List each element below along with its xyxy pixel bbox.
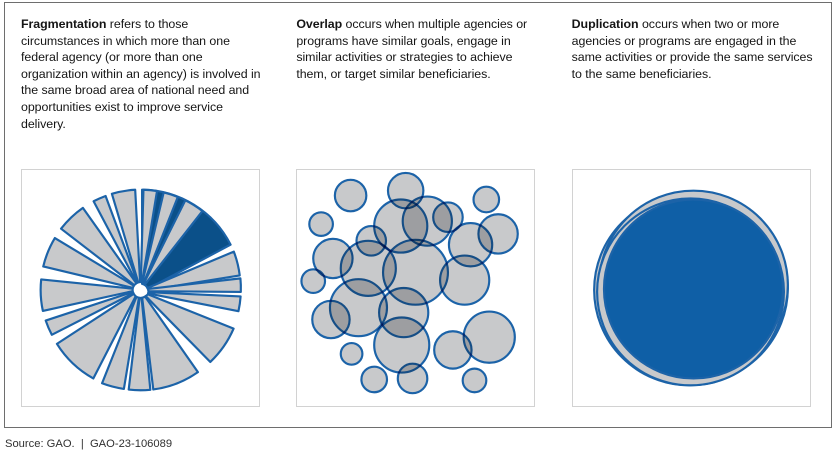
overlap-circle <box>401 195 454 247</box>
pie-wedge <box>59 206 138 287</box>
fragmentation-lead: Fragmentation <box>21 17 107 31</box>
figure-frame: Fragmentation refers to those circumstan… <box>4 2 832 428</box>
column-overlap: Overlap occurs when multiple agencies or… <box>280 3 555 427</box>
overlap-lead: Overlap <box>296 17 343 31</box>
pie-wedge <box>139 188 159 284</box>
duplication-body: occurs when two or more agencies or prog… <box>571 17 813 81</box>
overlap-circle <box>311 299 352 340</box>
pie-segments <box>39 188 242 392</box>
duplication-circles <box>592 189 789 387</box>
overlapping-circles-diagram <box>300 171 520 395</box>
pie-wedge <box>146 291 242 313</box>
pie-wedge <box>147 277 242 294</box>
pie-wedge <box>141 295 200 391</box>
overlap-circle <box>373 316 431 374</box>
overlap-circle <box>334 178 368 213</box>
pie-wedge <box>44 290 135 336</box>
pie-wedge <box>110 188 142 284</box>
segmented-pie-diagram <box>39 188 242 392</box>
duplication-panel <box>571 169 811 407</box>
overlap-body: occurs when multiple agencies or program… <box>296 17 528 81</box>
overlap-blurb: Overlap occurs when multiple agencies or… <box>296 16 539 166</box>
overlap-circles <box>300 171 520 395</box>
source-note: Source: GAO. | GAO-23-106089 <box>5 438 173 450</box>
duplication-circle-front <box>602 198 784 380</box>
pie-wedge <box>55 292 137 380</box>
pie-wedge <box>100 295 141 390</box>
overlap-circle <box>360 365 389 394</box>
overlap-circle <box>397 362 429 395</box>
overlap-circle <box>340 341 364 366</box>
pie-wedge <box>39 278 134 312</box>
figure-columns: Fragmentation refers to those circumstan… <box>5 3 831 427</box>
pie-wedge <box>42 236 135 289</box>
pie-wedge <box>144 293 235 364</box>
overlap-panel <box>296 169 536 407</box>
column-fragmentation: Fragmentation refers to those circumstan… <box>5 3 280 427</box>
pie-wedge <box>141 191 179 284</box>
pie-wedge <box>142 199 204 285</box>
column-duplication: Duplication occurs when two or more agen… <box>556 3 831 427</box>
duplication-lead: Duplication <box>571 17 639 31</box>
overlap-circle <box>308 211 335 237</box>
overlap-circle <box>472 185 501 214</box>
overlap-circle <box>477 213 520 255</box>
pie-wedge <box>127 296 152 392</box>
overlap-circle <box>461 367 488 394</box>
overlap-circle <box>439 254 491 306</box>
coincident-circles-diagram <box>592 189 789 387</box>
pie-wedge <box>92 194 139 285</box>
overlap-circle <box>462 310 517 364</box>
fragmentation-panel <box>21 169 260 407</box>
duplication-blurb: Duplication occurs when two or more agen… <box>572 16 815 166</box>
fragmentation-blurb: Fragmentation refers to those circumstan… <box>21 16 264 166</box>
fragmentation-body: refers to those circumstances in which m… <box>21 17 261 131</box>
overlap-circle <box>300 268 327 294</box>
